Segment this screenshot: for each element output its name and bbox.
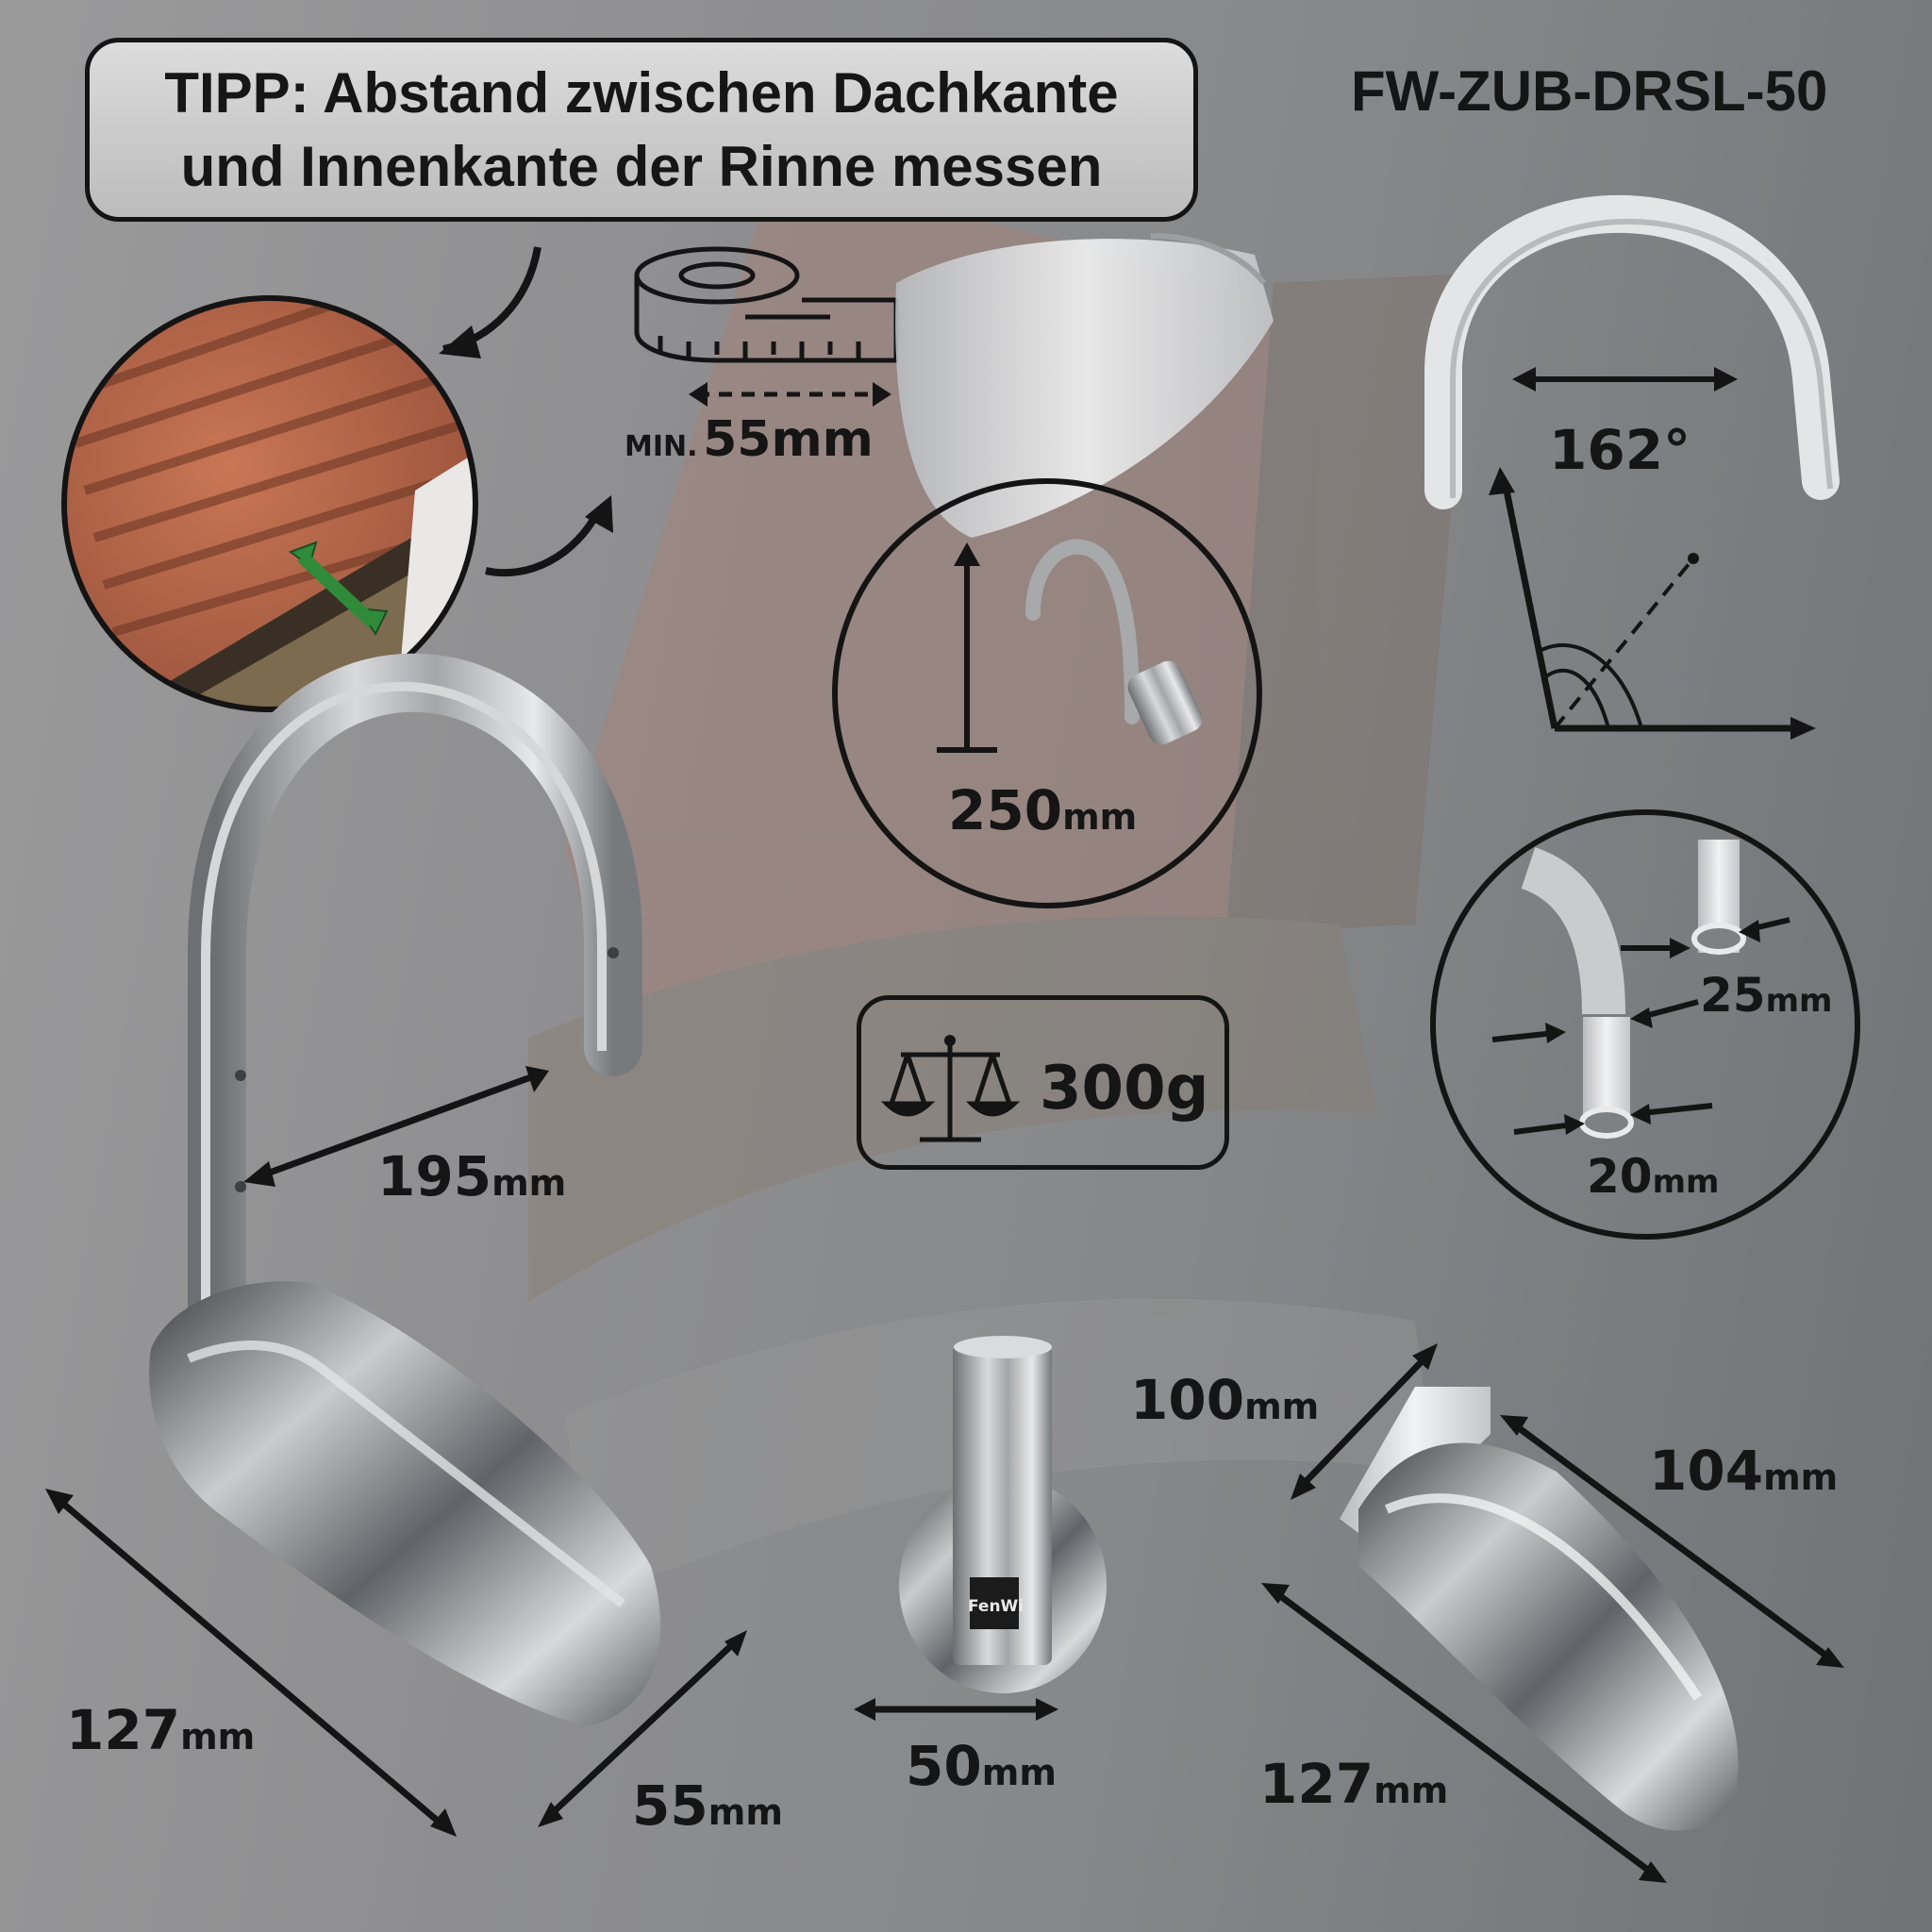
angle-diagram-icon	[1501, 480, 1802, 732]
tip-box: TIPP: Abstand zwischen Dachkante und Inn…	[85, 38, 1198, 222]
weight-value: 300g	[1040, 1054, 1209, 1124]
fenwi-logo	[970, 1577, 1019, 1629]
scoop-length-right-label: 127mm	[1259, 1757, 1448, 1811]
hook-height-label: 250mm	[948, 783, 1137, 838]
measuring-tape-icon	[634, 246, 899, 363]
scoop-depth-value: 104	[1649, 1439, 1764, 1503]
scoop-depth-label: 104mm	[1649, 1443, 1838, 1498]
scoop-length-left-value: 127	[66, 1698, 181, 1762]
tube-inner-value: 20	[1587, 1149, 1653, 1204]
scoop-side-image	[1340, 1387, 1739, 1831]
tube-diameter-circle	[1430, 809, 1860, 1240]
scoop-length-left-label: 127mm	[66, 1703, 255, 1757]
tube-outer-label: 25mm	[1700, 972, 1832, 1019]
scoop-width-label: 55mm	[632, 1778, 783, 1833]
arch-tube-image	[1424, 195, 1840, 509]
scoop-depth-unit: mm	[1763, 1457, 1839, 1498]
base-width-value: 50	[906, 1734, 982, 1798]
tip-line-2: und Innenkante der Rinne messen	[180, 134, 1103, 198]
tip-line-1: TIPP: Abstand zwischen Dachkante	[164, 60, 1119, 125]
hook-height-circle	[832, 478, 1262, 908]
tube-detail-image	[1520, 840, 1746, 1139]
tube-outer-unit: mm	[1765, 982, 1833, 1020]
base-width-label: 50mm	[906, 1739, 1057, 1793]
hook-height-unit: mm	[1062, 796, 1138, 838]
hook-reach-label: 195mm	[377, 1149, 566, 1204]
rain-diverter-main-image	[149, 653, 661, 1726]
hook-reach-value: 195	[377, 1144, 492, 1208]
scoop-length-right-value: 127	[1259, 1752, 1374, 1816]
scale-icon	[880, 1038, 1021, 1142]
shaft-height-unit: mm	[1244, 1386, 1320, 1427]
hook-reach-unit: mm	[491, 1162, 567, 1204]
tube-outer-value: 25	[1700, 968, 1766, 1023]
hook-height-value: 250	[948, 778, 1063, 842]
small-hook-image	[1025, 539, 1203, 745]
tube-inner-unit: mm	[1652, 1163, 1720, 1201]
scoop-top-image	[895, 233, 1274, 538]
base-width-unit: mm	[981, 1752, 1057, 1793]
min-measure-label: MIN. 55mm	[625, 415, 874, 464]
shaft-height-value: 100	[1130, 1368, 1245, 1432]
weight-box	[857, 995, 1229, 1170]
scoop-width-unit: mm	[708, 1791, 783, 1833]
min-value: 55mm	[703, 411, 874, 468]
mounting-base-image	[899, 1336, 1107, 1693]
scoop-length-left-unit: mm	[180, 1716, 256, 1757]
fenwi-logo-text: FenWi	[968, 1597, 1024, 1616]
shaft-height-label: 100mm	[1130, 1373, 1319, 1427]
angle-label: 162°	[1549, 418, 1691, 482]
tube-inner-label: 20mm	[1587, 1153, 1719, 1200]
scoop-length-right-unit: mm	[1374, 1770, 1449, 1811]
product-code: FW-ZUB-DRSL-50	[1351, 59, 1828, 123]
scoop-width-value: 55	[632, 1774, 708, 1838]
min-prefix: MIN.	[625, 430, 698, 463]
